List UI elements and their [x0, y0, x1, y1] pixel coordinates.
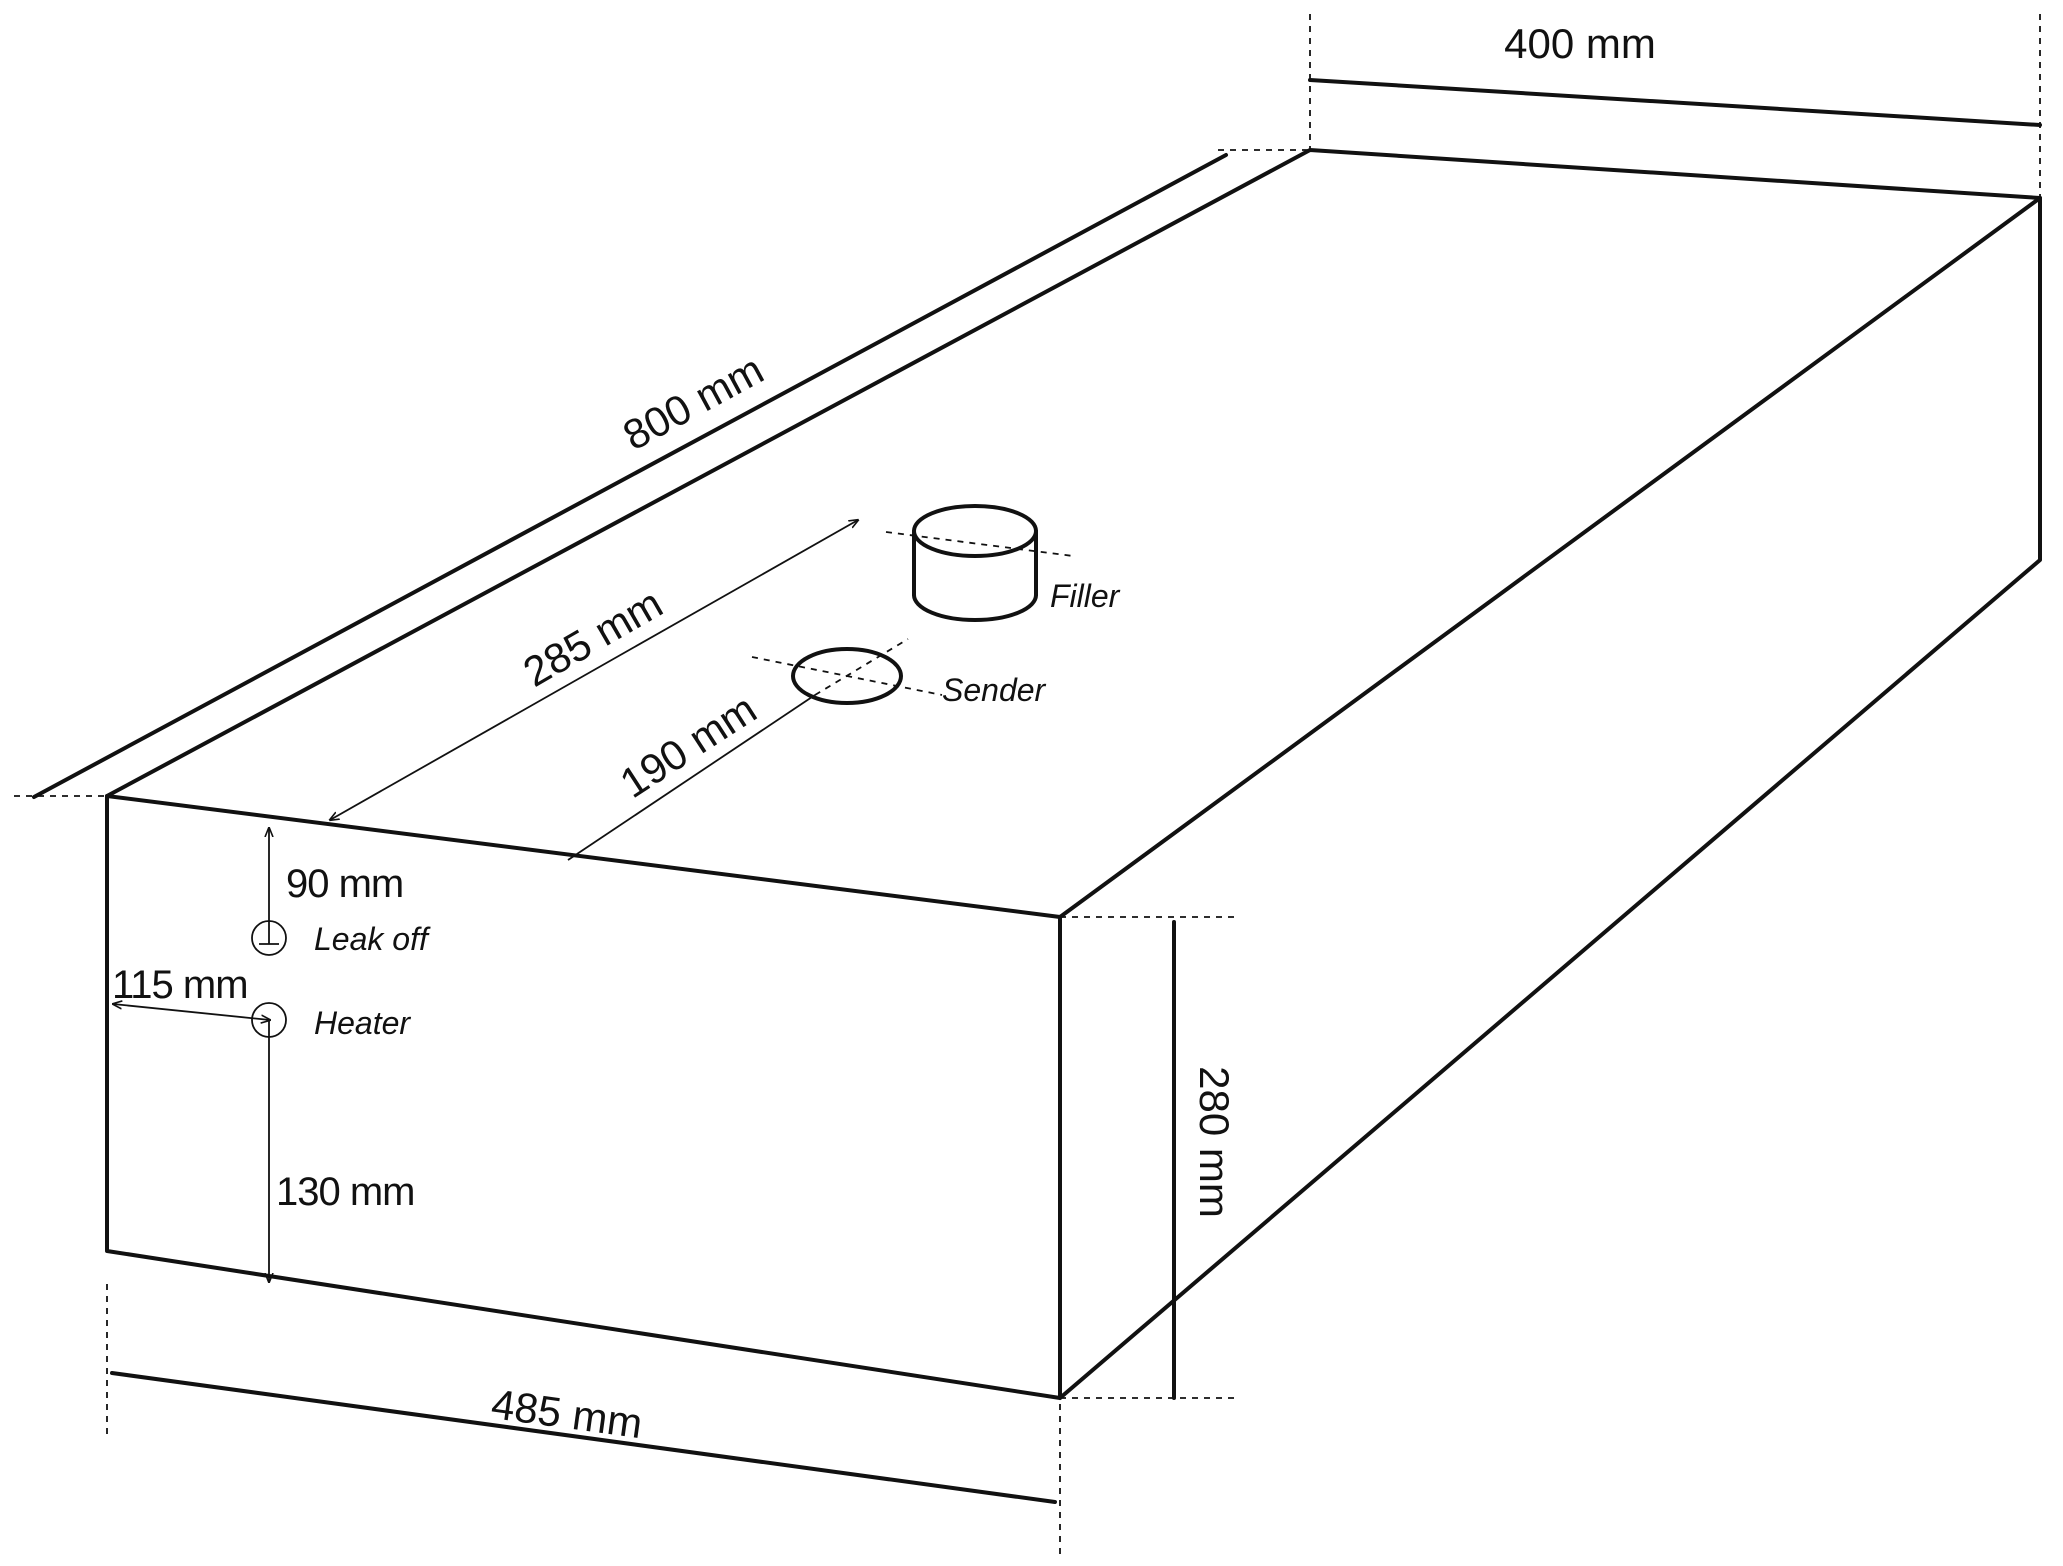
- filler: [885, 504, 1074, 622]
- width-dimension-line: [1308, 78, 2042, 127]
- filler-distance-line: [330, 520, 858, 820]
- length-dimension-line: [32, 153, 1228, 799]
- sender-distance-line: [567, 694, 816, 861]
- front-face-edge: [105, 794, 1062, 1400]
- heater-side-distance-line: [113, 1004, 270, 1020]
- top-face-edge: [105, 148, 2042, 919]
- sender: [751, 638, 943, 705]
- heater-bottom-distance-label: 130 mm: [276, 1170, 415, 1214]
- heater-label: Heater: [314, 1005, 411, 1041]
- sender-distance-label: 190 mm: [612, 685, 765, 807]
- right-face-edge: [1058, 196, 2042, 1400]
- height-label: 280 mm: [1191, 1066, 1238, 1218]
- sender-label: Sender: [942, 672, 1047, 708]
- filler-distance-label: 285 mm: [515, 579, 670, 696]
- heater-side-distance-label: 115 mm: [112, 963, 248, 1007]
- dimension-lines: [32, 78, 2042, 1504]
- front-dimension-line: [110, 1371, 1057, 1504]
- width-label: 400 mm: [1504, 20, 1656, 67]
- extension-lines: [14, 14, 2041, 1554]
- front-label: 485 mm: [489, 1380, 646, 1447]
- leak-off-distance-label: 90 mm: [286, 862, 403, 906]
- filler-label: Filler: [1050, 578, 1121, 614]
- leak-off-label: Leak off: [314, 921, 431, 957]
